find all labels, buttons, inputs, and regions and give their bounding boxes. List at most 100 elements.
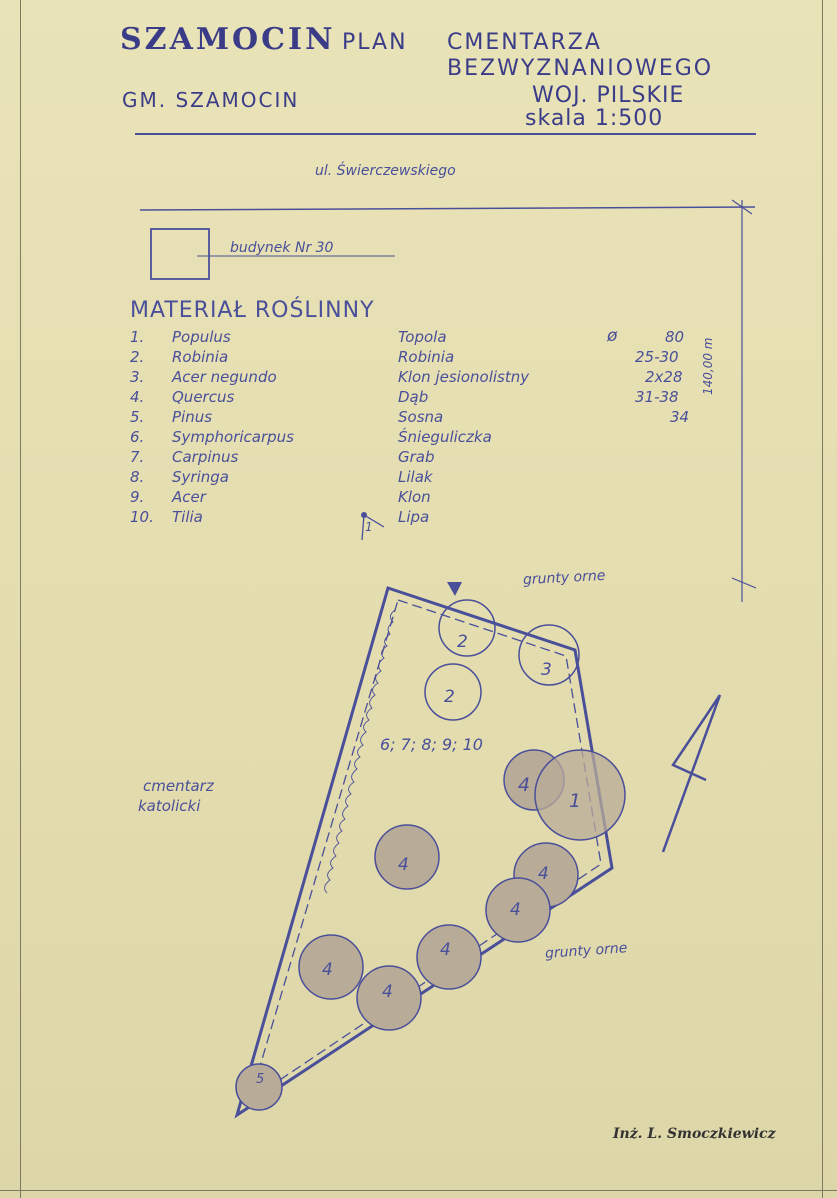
plant-latin-name: Robinia xyxy=(172,348,229,366)
frame-left xyxy=(20,0,21,1198)
plant-number: 5. xyxy=(130,408,145,426)
building-symbol xyxy=(150,228,210,280)
plan-nondenominational-label: BEZWYZNANIOWEGO xyxy=(447,56,714,81)
plant-row: 5. Pinus Sosna 34 xyxy=(130,408,750,428)
tree-label: 5 xyxy=(256,1072,265,1087)
tree-circles xyxy=(235,599,626,1111)
tree-label: 4 xyxy=(322,960,333,980)
frame-right xyxy=(822,0,823,1198)
plant-number: 9. xyxy=(130,488,145,506)
town-title: SZAMOCIN xyxy=(120,22,336,57)
tree-label: 2 xyxy=(444,687,455,707)
dimension-tick-top xyxy=(731,199,753,215)
plant-number: 4. xyxy=(130,388,145,406)
plant-polish-name: Robinia xyxy=(398,348,455,366)
plant-size: 31-38 xyxy=(635,388,679,406)
plant-latin-name: Acer xyxy=(172,488,206,506)
scale-label: skala 1:500 xyxy=(525,106,664,131)
tree-label: 4 xyxy=(440,940,451,960)
plant-row: 6. Symphoricarpus Śnieguliczka xyxy=(130,428,750,448)
building-legend-text: budynek Nr 30 xyxy=(230,240,334,256)
north-arrow-lines xyxy=(361,514,385,541)
plant-polish-name: Lipa xyxy=(398,508,430,526)
tree-circle xyxy=(235,1063,283,1111)
tree-label: 4 xyxy=(518,774,531,796)
plant-material-heading: MATERIAŁ ROŚLINNY xyxy=(130,298,375,323)
engineer-signature: Inż. L. Smoczkiewicz xyxy=(613,1126,776,1142)
tree-circle xyxy=(534,749,626,841)
diameter-symbol: ø xyxy=(607,326,618,346)
plant-polish-name: Śnieguliczka xyxy=(398,428,492,446)
plant-polish-name: Sosna xyxy=(398,408,444,426)
plant-latin-name: Populus xyxy=(172,328,231,346)
plan-cemetery-label: CMENTARZA xyxy=(447,30,602,55)
plant-number: 6. xyxy=(130,428,145,446)
street-label: ul. Świerczewskiego xyxy=(315,163,456,179)
tree-label: 4 xyxy=(382,982,393,1002)
tree-circle xyxy=(518,624,580,686)
plant-latin-name: Syringa xyxy=(172,468,229,486)
plant-polish-name: Klon xyxy=(398,488,431,506)
street-line xyxy=(139,206,756,211)
plant-latin-name: Symphoricarpus xyxy=(172,428,294,446)
voivodeship-label: WOJ. PILSKIE xyxy=(532,83,685,108)
plant-number: 8. xyxy=(130,468,145,486)
plant-latin-name: Quercus xyxy=(172,388,235,406)
tree-label: 2 xyxy=(457,632,468,652)
tree-label: 3 xyxy=(541,660,552,680)
tree-circle xyxy=(485,877,551,943)
plant-number: 7. xyxy=(130,448,145,466)
tree-label: 1 xyxy=(569,790,582,812)
north-arrow-large xyxy=(661,694,722,853)
tree-circle xyxy=(374,824,440,890)
plant-size: 34 xyxy=(670,408,690,426)
plant-row: 2. Robinia Robinia 25-30 xyxy=(130,348,750,368)
tree-label: 4 xyxy=(538,864,549,884)
plant-latin-name: Pinus xyxy=(172,408,213,426)
plant-number: 3. xyxy=(130,368,145,386)
tree-label: 4 xyxy=(398,855,409,875)
plant-number: 1. xyxy=(130,328,145,346)
plant-latin-name: Carpinus xyxy=(172,448,239,466)
plant-row: 7. Carpinus Grab xyxy=(130,448,750,468)
plant-polish-name: Klon jesionolistny xyxy=(398,368,530,386)
plant-number: 10. xyxy=(130,508,154,526)
tree-circle xyxy=(356,965,422,1031)
plant-polish-name: Dąb xyxy=(398,388,429,406)
plant-latin-name: Acer negundo xyxy=(172,368,277,386)
plant-row: 4. Quercus Dąb 31-38 xyxy=(130,388,750,408)
tree-circle xyxy=(416,924,482,990)
plant-size: 25-30 xyxy=(635,348,679,366)
plant-size: 80 xyxy=(665,328,685,346)
plant-size: 2x28 xyxy=(645,368,683,386)
plant-polish-name: Topola xyxy=(398,328,447,346)
plant-polish-name: Grab xyxy=(398,448,435,466)
tree-circle xyxy=(424,663,482,721)
plant-row: 10. Tilia Lipa xyxy=(130,508,750,528)
plant-row: 3. Acer negundo Klon jesionolistny 2x28 xyxy=(130,368,750,388)
plant-latin-name: Tilia xyxy=(172,508,203,526)
frame-bottom xyxy=(0,1190,837,1191)
cemetery-label-line2: katolicki xyxy=(138,797,201,815)
tree-label: 4 xyxy=(510,900,521,920)
tree-circle xyxy=(298,934,364,1000)
cemetery-boundary xyxy=(234,586,614,1119)
entrance-arrow xyxy=(447,582,462,596)
gmina-label: GM. SZAMOCIN xyxy=(122,88,300,112)
dimension-label: 140,00 m xyxy=(701,337,715,396)
plant-number: 2. xyxy=(130,348,145,366)
plant-row: 1. Populus Topola 80 xyxy=(130,328,750,348)
hedge-edge-left xyxy=(324,609,396,894)
cemetery-label-line1: cmentarz xyxy=(143,777,214,795)
north-arrow-number: 1 xyxy=(365,520,373,534)
plant-row: 9. Acer Klon xyxy=(130,488,750,508)
plant-polish-name: Lilak xyxy=(398,468,433,486)
inner-group-label: 6; 7; 8; 9; 10 xyxy=(380,735,483,754)
cemetery-boundary-inner xyxy=(248,599,602,1102)
dimension-tick-bottom xyxy=(731,577,757,589)
plant-row: 8. Syringa Lilak xyxy=(130,468,750,488)
tree-circle xyxy=(438,599,496,657)
plan-label: PLAN xyxy=(342,30,408,55)
